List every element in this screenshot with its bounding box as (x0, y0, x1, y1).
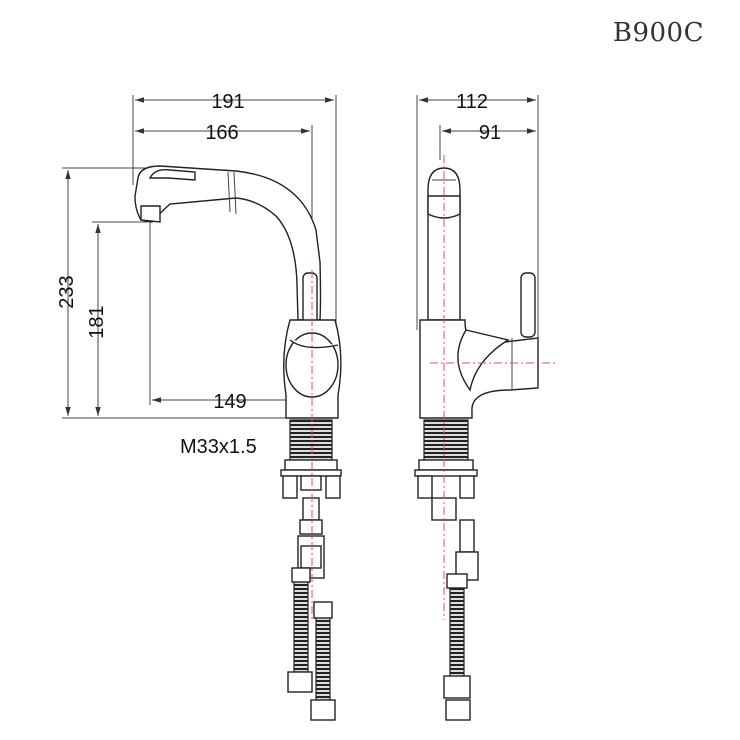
side-hose (449, 585, 465, 679)
dim-191-label: 191 (211, 91, 244, 113)
model-code: B900C (612, 18, 704, 48)
dim-181-label: 181 (86, 305, 108, 338)
side-thread (423, 419, 469, 461)
side-view (414, 95, 555, 721)
front-spout (134, 165, 322, 321)
dim-166-label: 166 (205, 122, 238, 144)
dim-91-label: 91 (479, 122, 501, 144)
front-hose-right (315, 615, 331, 701)
dim-233-label: 233 (56, 275, 78, 308)
dim-149-label: 149 (213, 391, 246, 413)
thread-spec-label: M33x1.5 (180, 436, 257, 458)
front-hose-left (293, 579, 309, 673)
front-thread (289, 419, 333, 461)
side-handle (520, 272, 536, 338)
front-view (62, 95, 342, 721)
dim-112-label: 112 (456, 91, 488, 113)
